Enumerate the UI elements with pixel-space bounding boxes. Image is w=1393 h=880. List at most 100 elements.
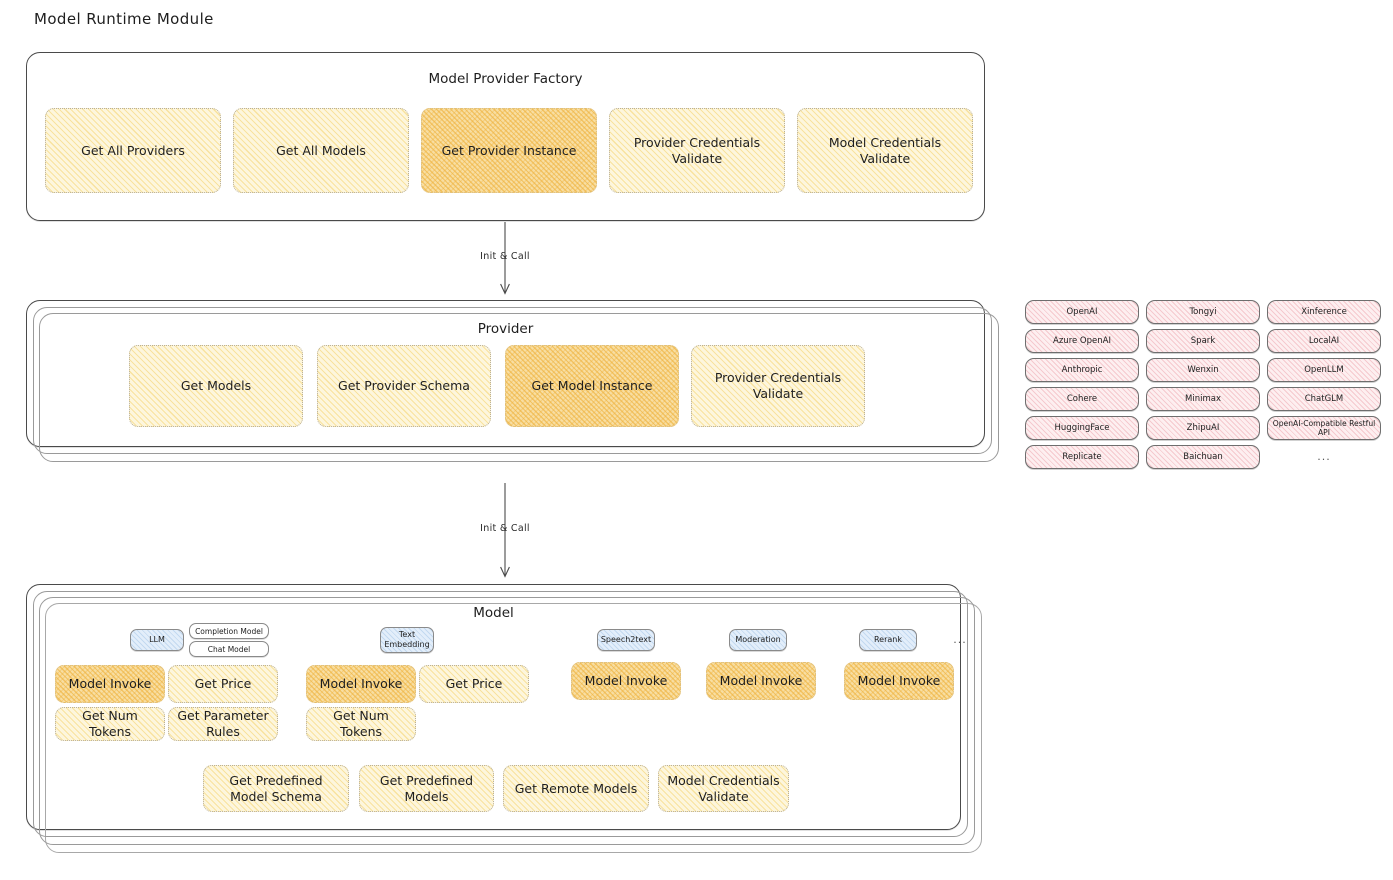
provider-op-get-models[interactable]: Get Models [129,345,303,427]
model-op-model-credentials-validate[interactable]: Model Credentials Validate [658,765,789,812]
provider-chip-wenxin[interactable]: Wenxin [1146,358,1260,382]
op-label: Get Models [180,378,252,394]
op-label: Get Price [194,676,252,692]
model-provider-factory-card: Model Provider Factory Get All Providers… [26,52,985,221]
op-label: Model Credentials Validate [667,772,780,804]
llm-op-get-num-tokens[interactable]: Get Num Tokens [55,707,165,741]
provider-chip-anthropic[interactable]: Anthropic [1025,358,1139,382]
model-op-get-remote-models[interactable]: Get Remote Models [503,765,649,812]
provider-card: Provider Get Models Get Provider Schema … [26,300,999,462]
llm-op-get-parameter-rules[interactable]: Get Parameter Rules [168,707,278,741]
arrow-factory-to-provider [500,222,510,295]
chip-label: Cohere [1066,394,1098,404]
chip-label: Spark [1190,336,1216,346]
model-card-stack-layer [45,603,982,853]
text-embedding-op-get-price[interactable]: Get Price [419,665,529,703]
subbadge-label: Completion Model [195,626,263,636]
model-type-badge-text-embedding[interactable]: Text Embedding [380,627,434,653]
provider-chip-azure-openai[interactable]: Azure OpenAI [1025,329,1139,353]
provider-chip-openai[interactable]: OpenAI [1025,300,1139,324]
provider-title: Provider [477,321,534,337]
op-label: Get Parameter Rules [177,708,269,739]
op-label: Model Invoke [68,676,152,692]
factory-op-get-provider-instance[interactable]: Get Provider Instance [421,108,597,193]
provider-chip-cohere[interactable]: Cohere [1025,387,1139,411]
op-label: Model Invoke [719,673,803,689]
op-label: Get Remote Models [514,780,638,796]
arrow-label-factory-to-provider: Init & Call [480,251,530,262]
model-type-badge-moderation[interactable]: Moderation [729,629,787,651]
badge-label: LLM [149,635,165,645]
provider-chip-openai-compatible-restful-api[interactable]: OpenAI-Compatible Restful API [1267,416,1381,440]
model-type-badge-rerank[interactable]: Rerank [859,629,917,651]
provider-chip-minimax[interactable]: Minimax [1146,387,1260,411]
provider-chip-tongyi[interactable]: Tongyi [1146,300,1260,324]
model-subtype-completion-model[interactable]: Completion Model [189,623,269,639]
chip-label: Azure OpenAI [1053,336,1111,346]
arrow-provider-to-model [500,483,510,578]
op-label: Get Provider Schema [338,378,470,394]
text-embedding-op-get-num-tokens[interactable]: Get Num Tokens [306,707,416,741]
subbadge-label: Chat Model [207,644,251,654]
model-types-more: ... [953,633,967,646]
op-label: Provider Credentials Validate [714,370,842,401]
provider-op-provider-credentials-validate[interactable]: Provider Credentials Validate [691,345,865,427]
op-label: Model Invoke [584,673,668,689]
factory-op-provider-credentials-validate[interactable]: Provider Credentials Validate [609,108,785,193]
op-label: Get Price [445,676,503,692]
chip-label: ChatGLM [1304,394,1344,404]
provider-chip-zhipuai[interactable]: ZhipuAI [1146,416,1260,440]
chip-label: Wenxin [1187,365,1219,375]
badge-label: Moderation [735,635,781,645]
model-op-get-predefined-model-schema[interactable]: Get Predefined Model Schema [203,765,349,812]
provider-chip-xinference[interactable]: Xinference [1267,300,1381,324]
provider-list-more: ... [1317,450,1331,463]
badge-label: Rerank [873,635,902,645]
chip-label: OpenAI-Compatible Restful API [1272,419,1376,437]
op-label: Get Num Tokens [333,708,389,739]
model-subtype-chat-model[interactable]: Chat Model [189,641,269,657]
chip-label: Xinference [1301,307,1347,317]
chip-label: HuggingFace [1054,423,1110,433]
op-label: Get All Providers [81,142,185,158]
chip-label: OpenAI [1066,307,1098,317]
chip-label: Tongyi [1189,307,1217,317]
provider-chip-replicate[interactable]: Replicate [1025,445,1139,469]
provider-chip-baichuan[interactable]: Baichuan [1146,445,1260,469]
provider-chip-huggingface[interactable]: HuggingFace [1025,416,1139,440]
op-label: Get Provider Instance [441,142,577,158]
provider-op-get-model-instance[interactable]: Get Model Instance [505,345,679,427]
model-provider-factory-title: Model Provider Factory [428,71,583,87]
factory-op-model-credentials-validate[interactable]: Model Credentials Validate [797,108,973,193]
rerank-op-model-invoke[interactable]: Model Invoke [844,662,954,700]
badge-label: Speech2text [600,635,652,645]
op-label: Model Invoke [319,676,403,692]
arrow-label-provider-to-model: Init & Call [480,523,530,534]
provider-chip-openllm[interactable]: OpenLLM [1267,358,1381,382]
model-type-badge-speech2text[interactable]: Speech2text [597,629,655,651]
page-title: Model Runtime Module [34,10,214,28]
op-label: Get Predefined Models [379,772,474,804]
op-label: Get Predefined Model Schema [229,772,323,804]
provider-chip-spark[interactable]: Spark [1146,329,1260,353]
chip-label: LocalAI [1308,336,1340,346]
llm-op-model-invoke[interactable]: Model Invoke [55,665,165,703]
provider-list: OpenAI Azure OpenAI Anthropic Cohere Hug… [1025,300,1381,475]
op-label: Get Num Tokens [82,708,138,739]
provider-chip-localai[interactable]: LocalAI [1267,329,1381,353]
provider-op-get-provider-schema[interactable]: Get Provider Schema [317,345,491,427]
model-type-badge-llm[interactable]: LLM [130,629,184,651]
chip-label: Replicate [1062,452,1102,462]
factory-op-get-all-providers[interactable]: Get All Providers [45,108,221,193]
text-embedding-op-model-invoke[interactable]: Model Invoke [306,665,416,703]
llm-op-get-price[interactable]: Get Price [168,665,278,703]
factory-op-get-all-models[interactable]: Get All Models [233,108,409,193]
chip-label: ZhipuAI [1186,423,1220,433]
provider-chip-chatglm[interactable]: ChatGLM [1267,387,1381,411]
moderation-op-model-invoke[interactable]: Model Invoke [706,662,816,700]
badge-label: Text Embedding [384,630,430,649]
model-card: Model LLM Completion Model Chat Model Mo… [26,584,982,853]
speech2text-op-model-invoke[interactable]: Model Invoke [571,662,681,700]
model-op-get-predefined-models[interactable]: Get Predefined Models [359,765,494,812]
